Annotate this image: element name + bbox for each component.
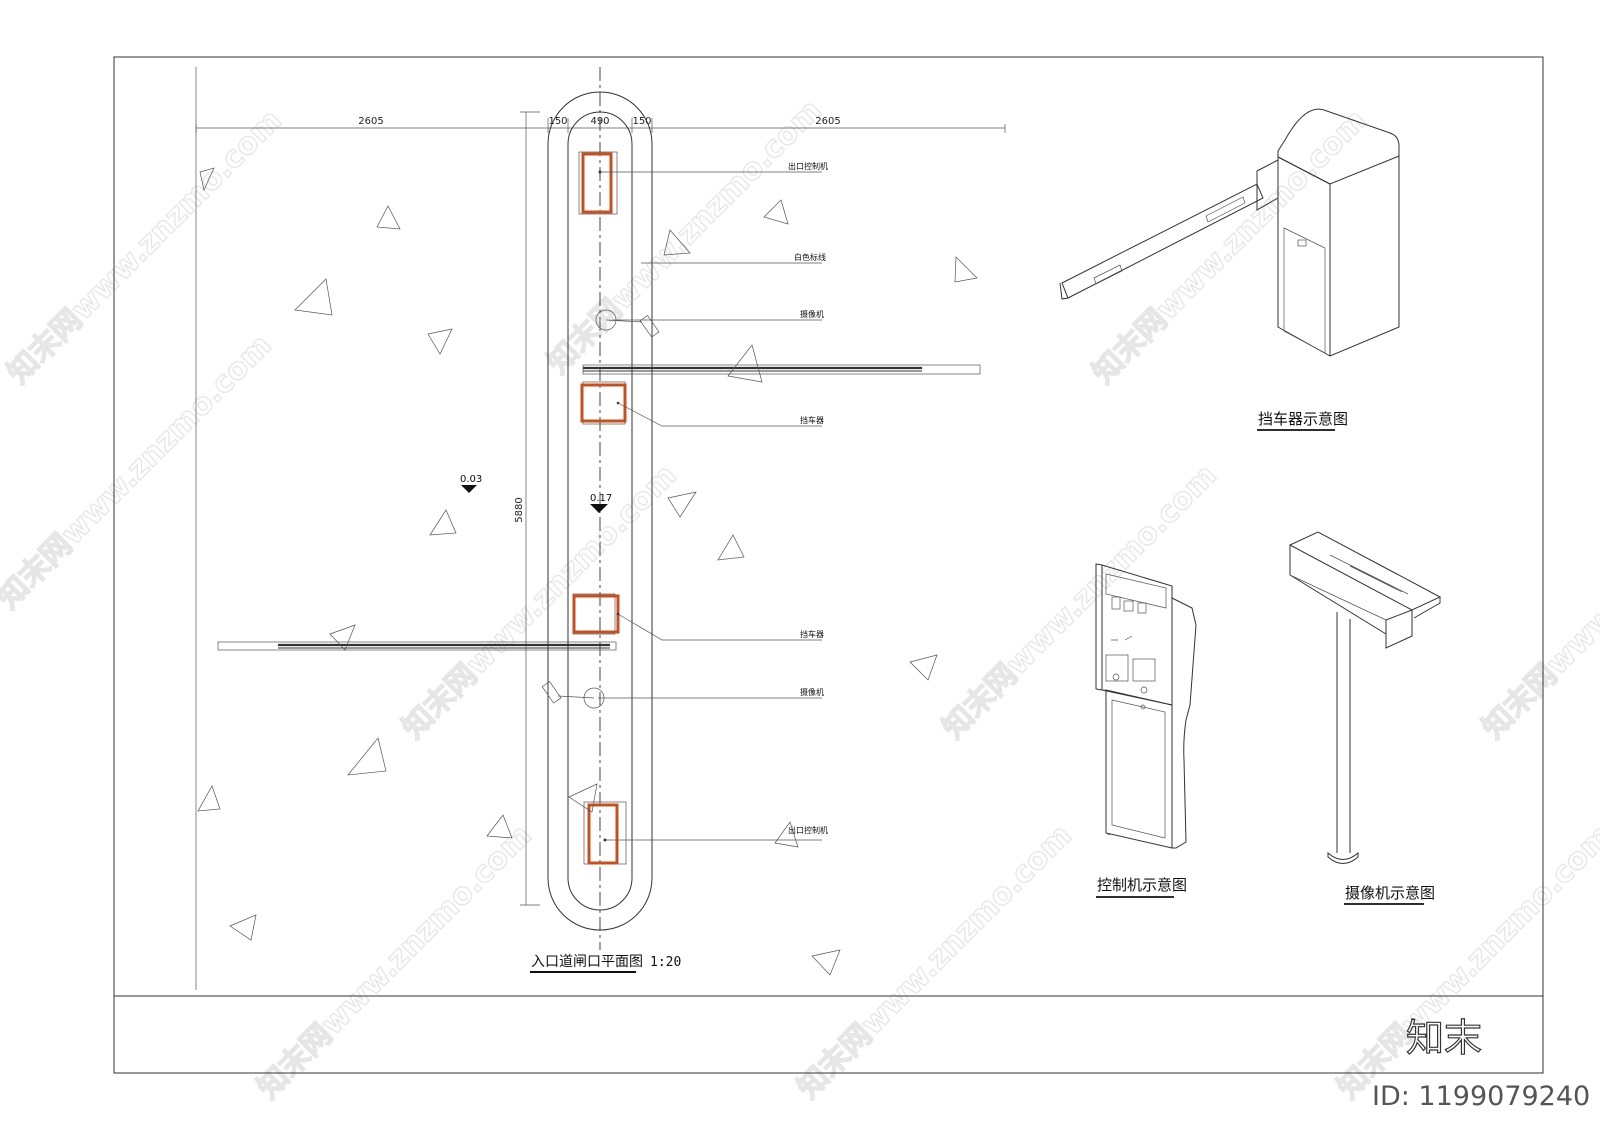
plan-title: 入口道闸口平面图 — [531, 954, 643, 970]
dim-right-width: 2605 — [815, 116, 840, 127]
watermark: 知末网www.znzmo.com — [396, 458, 684, 746]
label-controller-top: 出口控制机 — [788, 161, 828, 171]
image-id: ID: 1199079240 — [1372, 1081, 1590, 1112]
camera-bottom — [541, 681, 605, 709]
watermark-layer: 知末网www.znzmo.com 知末网www.znzmo.com 知末网www… — [0, 92, 1600, 1106]
plan-title-block: 入口道闸口平面图 1:20 — [530, 954, 681, 973]
svg-text:摄像机示意图: 摄像机示意图 — [1345, 884, 1435, 902]
label-controller-bottom: 出口控制机 — [788, 825, 828, 835]
dim-side-a: 150 — [548, 116, 567, 127]
camera-isometric-view — [1288, 531, 1442, 864]
svg-text:0.17: 0.17 — [590, 493, 612, 504]
dim-length: 5880 — [514, 497, 525, 522]
dim-side-b: 150 — [632, 116, 651, 127]
controller-top — [578, 151, 618, 215]
watermark: 知末网www.znzmo.com — [1476, 458, 1600, 746]
dim-left-width: 2605 — [358, 116, 383, 127]
label-barrier-bottom: 挡车器 — [800, 629, 824, 639]
svg-text:控制机示意图: 控制机示意图 — [1097, 876, 1187, 894]
level-marker-island: 0.17 — [590, 493, 612, 513]
label-camera-top: 摄像机 — [800, 309, 824, 319]
barrier-arm-bottom — [217, 641, 617, 651]
top-dimension-chain: 2605 150 490 150 2605 — [195, 116, 1006, 133]
watermark: 知末网www.znzmo.com — [1331, 818, 1600, 1106]
watermark: 知末网www.znzmo.com — [251, 818, 539, 1106]
label-white-line: 白色标线 — [794, 252, 826, 262]
camera-view-caption: 摄像机示意图 — [1344, 884, 1435, 905]
label-barrier-top: 挡车器 — [800, 415, 824, 425]
watermark: 知末网www.znzmo.com — [791, 818, 1079, 1106]
concrete-hatch — [197, 167, 978, 976]
length-dimension: 5880 — [514, 111, 540, 906]
svg-text:挡车器示意图: 挡车器示意图 — [1258, 410, 1348, 428]
svg-text:0.03: 0.03 — [460, 474, 482, 485]
watermark: 知末网www.znzmo.com — [541, 93, 829, 381]
drawing-frame — [113, 56, 1544, 1074]
level-marker-left: 0.03 — [460, 474, 482, 493]
leader-lines — [598, 171, 822, 841]
brand-logo: 知末 — [1406, 1016, 1482, 1060]
controller-bottom — [583, 801, 627, 865]
controller-view-caption: 控制机示意图 — [1096, 876, 1187, 898]
label-camera-bottom: 摄像机 — [800, 687, 824, 697]
plan-scale: 1:20 — [650, 955, 681, 970]
barrier-arm-top — [582, 364, 981, 375]
barrier-bottom — [572, 593, 620, 635]
barrier-view-caption: 挡车器示意图 — [1257, 410, 1348, 431]
barrier-isometric-view — [1059, 108, 1400, 357]
controller-isometric-view — [1095, 563, 1197, 849]
